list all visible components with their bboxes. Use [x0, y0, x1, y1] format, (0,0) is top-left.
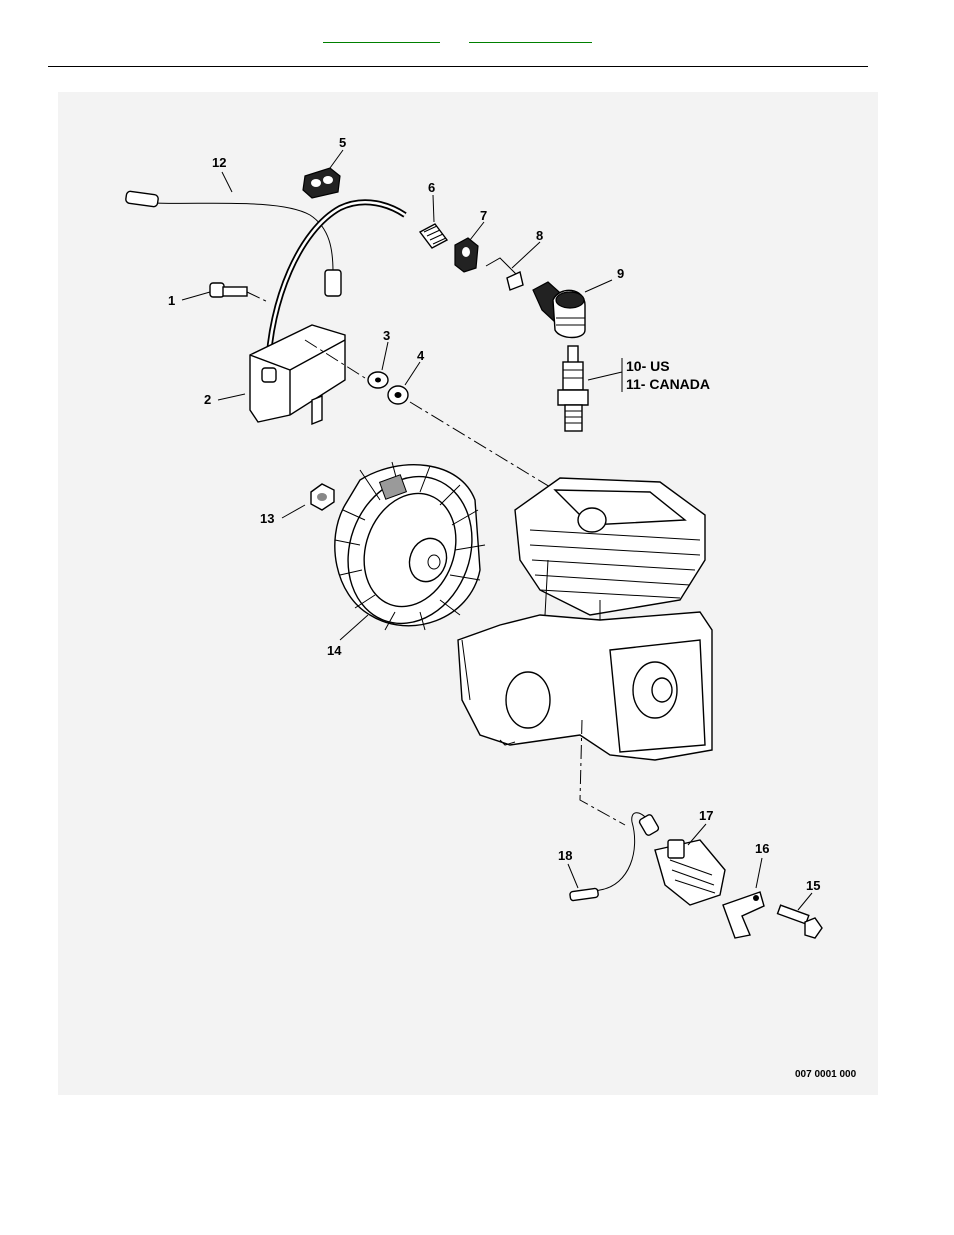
part-5-grommet	[302, 167, 341, 199]
header-link-1[interactable]	[323, 38, 440, 43]
part-9-plug-cap	[532, 281, 586, 339]
part-14-flywheel	[334, 461, 486, 631]
part-4-washer	[387, 385, 409, 405]
part-16-bracket	[722, 891, 765, 939]
callout-7: 7	[480, 208, 487, 223]
part-8-clip	[485, 257, 524, 291]
part-6-spring	[418, 223, 449, 249]
part-13-nut	[310, 483, 335, 511]
callout-labels: 12 5 6 7 8 9 1 2 3 4 10- US 11- CANADA 1…	[168, 135, 857, 1080]
drawing-code: 007 0001 000	[795, 1069, 857, 1080]
part-7-seal	[454, 237, 479, 273]
callout-14: 14	[327, 643, 342, 658]
callout-11: 11- CANADA	[626, 376, 710, 392]
callout-15: 15	[806, 878, 820, 893]
callout-8: 8	[536, 228, 543, 243]
part-12-wire	[125, 190, 342, 297]
callout-12: 12	[212, 155, 226, 170]
callout-18: 18	[558, 848, 572, 863]
callout-13: 13	[260, 511, 274, 526]
callout-5: 5	[339, 135, 346, 150]
leader-lines	[181, 149, 813, 911]
part-15-bolt	[776, 904, 823, 939]
part-10-11-spark-plug	[557, 345, 623, 432]
callout-10: 10- US	[626, 358, 670, 374]
header-link-2[interactable]	[469, 38, 592, 43]
callout-16: 16	[755, 841, 769, 856]
part-3-washer	[367, 371, 389, 389]
callout-6: 6	[428, 180, 435, 195]
callout-2: 2	[204, 392, 211, 407]
callout-9: 9	[617, 266, 624, 281]
header-divider	[48, 66, 868, 67]
callout-17: 17	[699, 808, 713, 823]
high-tension-lead	[265, 199, 407, 371]
engine-assembly	[457, 477, 713, 826]
assembly-line-coil	[409, 401, 556, 491]
part-17-stop-switch	[654, 839, 726, 906]
callout-3: 3	[383, 328, 390, 343]
callout-1: 1	[168, 293, 175, 308]
part-18-wire	[569, 812, 660, 902]
part-1-bolt	[209, 282, 269, 303]
part-2-ignition-coil	[249, 324, 366, 426]
callout-4: 4	[417, 348, 425, 363]
